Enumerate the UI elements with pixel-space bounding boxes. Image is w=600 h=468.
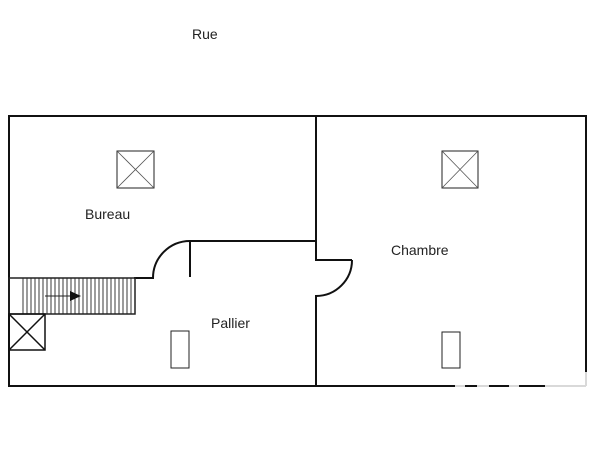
staircase	[8, 277, 136, 315]
partition-wall-chambre	[299, 115, 317, 387]
street-label: Rue	[192, 26, 218, 42]
watermark-overlay	[455, 372, 587, 387]
radiator-pallier-icon	[170, 330, 190, 369]
room-label-bureau: Bureau	[85, 206, 131, 222]
skylight-bureau-icon	[116, 150, 155, 189]
skylight-chambre-icon	[441, 150, 479, 189]
room-label-pallier: Pallier	[211, 315, 250, 331]
partition-wall-bureau-pallier	[134, 240, 317, 279]
door-bureau-pallier	[152, 240, 191, 279]
stair-direction-arrow-icon	[70, 291, 81, 301]
ventilation-shaft-icon	[8, 313, 46, 351]
door-pallier-chambre	[315, 259, 353, 297]
radiator-chambre-icon	[441, 331, 461, 369]
outer-walls	[8, 115, 587, 387]
room-label-chambre: Chambre	[391, 242, 449, 258]
